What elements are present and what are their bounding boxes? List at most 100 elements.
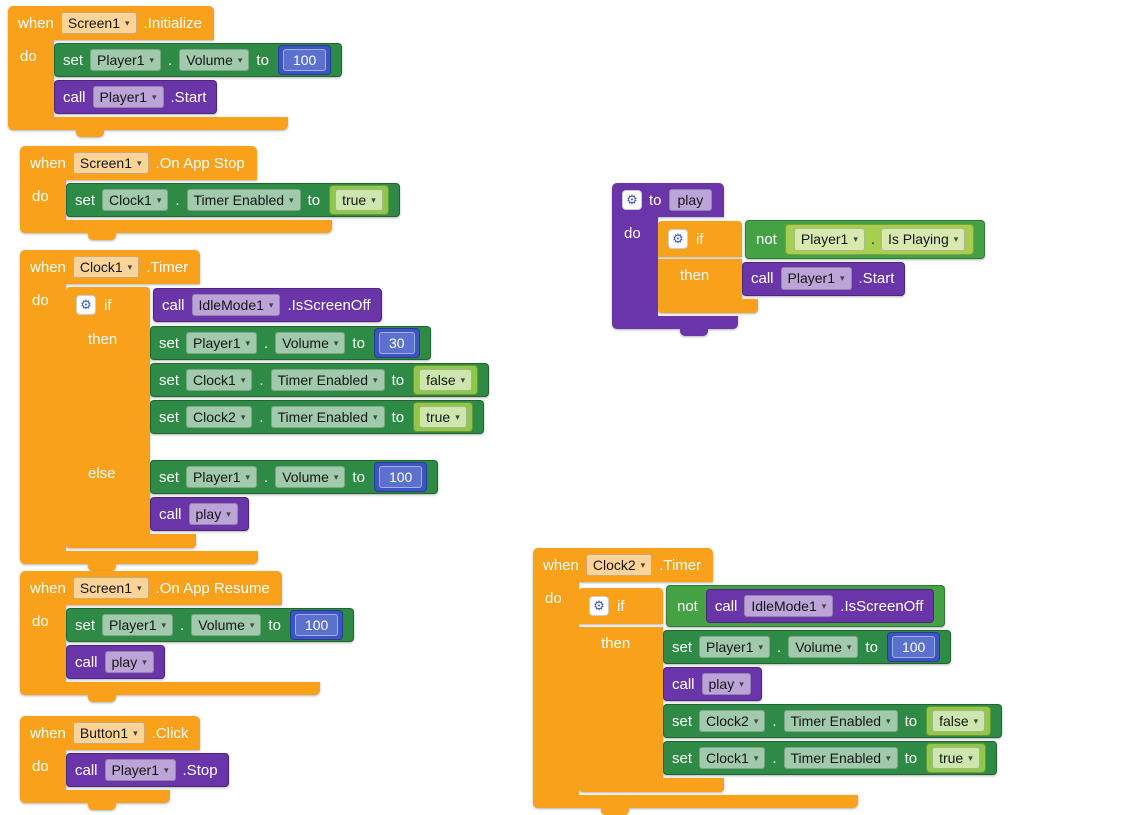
- set-clock2-timer-enabled-block[interactable]: set Clock2 . Timer Enabled to true: [150, 400, 484, 434]
- if-block[interactable]: ⚙ if not call IdleMode1 .IsScreenOff: [579, 585, 1003, 792]
- property-dropdown[interactable]: Timer Enabled: [783, 709, 898, 733]
- boolean-dropdown[interactable]: false: [419, 368, 473, 392]
- procedure-block-header[interactable]: ⚙ to play: [612, 183, 725, 217]
- component-dropdown[interactable]: Player1: [92, 85, 164, 109]
- component-dropdown[interactable]: IdleMode1: [191, 293, 281, 317]
- event-block-header[interactable]: when Clock2 .Timer: [533, 548, 714, 582]
- boolean-block[interactable]: true: [926, 742, 986, 774]
- mutator-gear-icon[interactable]: ⚙: [76, 295, 96, 315]
- call-play-procedure-block[interactable]: call play: [66, 645, 165, 679]
- component-dropdown[interactable]: Clock2: [186, 405, 253, 429]
- when-clock1-timer-block[interactable]: when Clock1 .Timer do ⚙ if call IdleMode…: [20, 250, 490, 571]
- component-dropdown[interactable]: Screen1: [72, 576, 149, 600]
- call-play-procedure-block[interactable]: call play: [150, 497, 249, 531]
- component-dropdown[interactable]: Clock1: [699, 746, 766, 770]
- if-header[interactable]: ⚙ if: [579, 588, 663, 624]
- if-condition-socket[interactable]: not Player1 . Is Playing: [745, 220, 986, 259]
- component-dropdown[interactable]: Player1: [186, 465, 258, 489]
- component-dropdown[interactable]: Screen1: [72, 151, 149, 175]
- boolean-block[interactable]: true: [329, 184, 389, 216]
- procedure-dropdown[interactable]: play: [104, 650, 154, 674]
- number-value[interactable]: 30: [378, 331, 415, 355]
- set-clock1-timer-enabled-block[interactable]: set Clock1 . Timer Enabled to true: [66, 183, 400, 217]
- call-player1-start-block[interactable]: call Player1 .Start: [54, 80, 218, 114]
- boolean-block[interactable]: false: [413, 364, 479, 396]
- when-screen1-on-app-resume-block[interactable]: when Screen1 .On App Resume do set Playe…: [20, 571, 355, 702]
- component-dropdown[interactable]: Button1: [72, 721, 145, 745]
- component-dropdown[interactable]: Clock1: [102, 188, 169, 212]
- component-dropdown[interactable]: Clock1: [186, 368, 253, 392]
- when-screen1-on-app-stop-block[interactable]: when Screen1 .On App Stop do set Clock1 …: [20, 146, 400, 240]
- number-value[interactable]: 100: [282, 48, 327, 72]
- component-dropdown[interactable]: Screen1: [60, 11, 137, 35]
- set-player1-volume-block[interactable]: set Player1 . Volume to 100: [663, 630, 952, 664]
- component-dropdown[interactable]: Clock2: [585, 553, 653, 577]
- mutator-gear-icon[interactable]: ⚙: [589, 596, 609, 616]
- number-block[interactable]: 30: [373, 327, 420, 359]
- property-dropdown[interactable]: Is Playing: [881, 228, 966, 251]
- component-dropdown[interactable]: Clock1: [72, 255, 140, 279]
- mutator-gear-icon[interactable]: ⚙: [668, 229, 688, 250]
- property-dropdown[interactable]: Volume: [179, 48, 250, 72]
- procedure-name-field[interactable]: play: [668, 188, 713, 212]
- if-block[interactable]: ⚙ if not Player1 . Is Playing: [658, 220, 986, 313]
- number-block[interactable]: 100: [277, 44, 332, 76]
- call-idlemode1-isscreenoff-block[interactable]: call IdleMode1 .IsScreenOff: [153, 288, 382, 322]
- set-clock1-timer-enabled-block[interactable]: set Clock1 . Timer Enabled to true: [663, 741, 997, 775]
- set-clock1-timer-enabled-block[interactable]: set Clock1 . Timer Enabled to false: [150, 363, 490, 397]
- player1-is-playing-getter-block[interactable]: Player1 . Is Playing: [784, 224, 975, 255]
- component-dropdown[interactable]: Player1: [793, 228, 865, 251]
- boolean-block[interactable]: false: [926, 705, 992, 737]
- boolean-dropdown[interactable]: false: [932, 709, 986, 733]
- boolean-block[interactable]: true: [413, 401, 473, 433]
- property-dropdown[interactable]: Volume: [788, 635, 859, 659]
- component-dropdown[interactable]: Player1: [104, 758, 176, 782]
- event-block-header[interactable]: when Screen1 .Initialize: [8, 6, 214, 40]
- when-clock2-timer-block[interactable]: when Clock2 .Timer do ⚙ if not cal: [533, 548, 1003, 815]
- not-block[interactable]: not call IdleMode1 .IsScreenOff: [666, 585, 946, 627]
- component-dropdown[interactable]: Player1: [780, 267, 852, 291]
- call-player1-stop-block[interactable]: call Player1 .Stop: [66, 753, 229, 787]
- set-player1-volume-block[interactable]: set Player1 . Volume to 100: [150, 460, 439, 494]
- number-value[interactable]: 100: [891, 635, 936, 659]
- procedure-dropdown[interactable]: play: [188, 502, 238, 526]
- property-dropdown[interactable]: Timer Enabled: [270, 368, 385, 392]
- if-else-block[interactable]: ⚙ if call IdleMode1 .IsScreenOff then: [66, 287, 490, 548]
- property-dropdown[interactable]: Timer Enabled: [783, 746, 898, 770]
- boolean-dropdown[interactable]: true: [419, 405, 467, 429]
- component-dropdown[interactable]: Player1: [186, 331, 258, 355]
- event-block-header[interactable]: when Screen1 .On App Resume: [20, 571, 282, 605]
- number-block[interactable]: 100: [373, 461, 428, 493]
- number-block[interactable]: 100: [289, 609, 344, 641]
- component-dropdown[interactable]: IdleMode1: [744, 594, 834, 618]
- procedure-dropdown[interactable]: play: [701, 672, 751, 696]
- event-block-header[interactable]: when Screen1 .On App Stop: [20, 146, 257, 180]
- if-condition-socket[interactable]: not call IdleMode1 .IsScreenOff: [666, 585, 946, 627]
- property-dropdown[interactable]: Volume: [275, 465, 346, 489]
- set-player1-volume-block[interactable]: set Player1 . Volume to 30: [150, 326, 431, 360]
- number-block[interactable]: 100: [886, 631, 941, 663]
- set-player1-volume-block[interactable]: set Player1 . Volume to 100: [66, 608, 355, 642]
- set-clock2-timer-enabled-block[interactable]: set Clock2 . Timer Enabled to false: [663, 704, 1003, 738]
- when-screen1-initialize-block[interactable]: when Screen1 .Initialize do set Player1 …: [8, 6, 343, 137]
- event-block-header[interactable]: when Clock1 .Timer: [20, 250, 201, 284]
- if-condition-socket[interactable]: call IdleMode1 .IsScreenOff: [153, 288, 382, 322]
- component-dropdown[interactable]: Player1: [90, 48, 162, 72]
- component-dropdown[interactable]: Player1: [102, 613, 174, 637]
- property-dropdown[interactable]: Timer Enabled: [270, 405, 385, 429]
- procedure-play-block[interactable]: ⚙ to play do ⚙ if not Player1: [612, 183, 986, 336]
- set-player1-volume-block[interactable]: set Player1 . Volume to 100: [54, 43, 343, 77]
- property-dropdown[interactable]: Volume: [191, 613, 262, 637]
- if-header[interactable]: ⚙ if: [658, 221, 742, 258]
- if-header[interactable]: ⚙ if: [66, 287, 150, 323]
- boolean-dropdown[interactable]: true: [932, 746, 980, 770]
- boolean-dropdown[interactable]: true: [335, 188, 383, 212]
- component-dropdown[interactable]: Clock2: [699, 709, 766, 733]
- property-dropdown[interactable]: Volume: [275, 331, 346, 355]
- call-player1-start-block[interactable]: call Player1 .Start: [742, 261, 906, 296]
- event-block-header[interactable]: when Button1 .Click: [20, 716, 201, 750]
- call-idlemode1-isscreenoff-block[interactable]: call IdleMode1 .IsScreenOff: [705, 589, 935, 623]
- property-dropdown[interactable]: Timer Enabled: [186, 188, 301, 212]
- number-value[interactable]: 100: [378, 465, 423, 489]
- when-button1-click-block[interactable]: when Button1 .Click do call Player1 .Sto…: [20, 716, 229, 810]
